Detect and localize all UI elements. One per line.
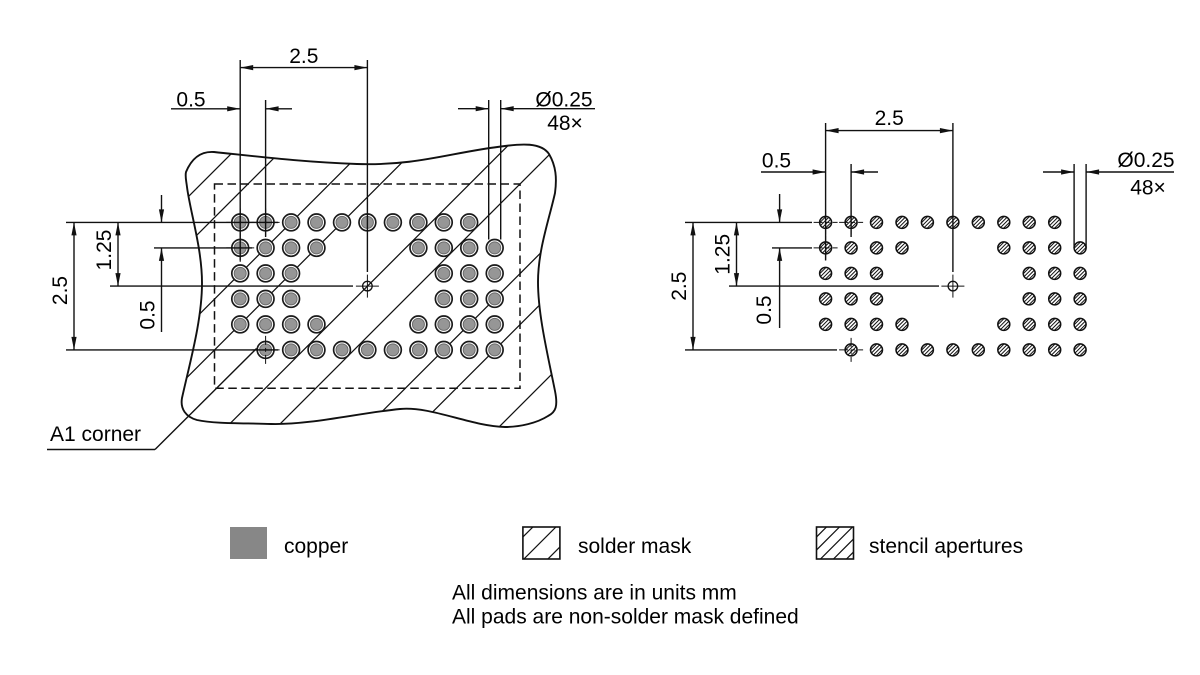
- svg-text:copper: copper: [284, 535, 348, 558]
- svg-text:0.5: 0.5: [137, 300, 160, 329]
- svg-text:All dimensions are in units mm: All dimensions are in units mm: [452, 582, 737, 605]
- svg-text:solder mask: solder mask: [578, 535, 692, 558]
- svg-text:stencil apertures: stencil apertures: [869, 535, 1023, 558]
- svg-text:1.25: 1.25: [712, 234, 735, 275]
- svg-text:0.5: 0.5: [753, 295, 776, 324]
- svg-text:All pads are non-solder mask d: All pads are non-solder mask defined: [452, 606, 799, 629]
- svg-text:0.5: 0.5: [176, 88, 205, 111]
- svg-text:2.5: 2.5: [49, 276, 72, 305]
- svg-text:0.5: 0.5: [762, 150, 791, 173]
- svg-text:Ø0.25: Ø0.25: [535, 88, 592, 111]
- svg-text:2.5: 2.5: [875, 107, 904, 130]
- svg-text:2.5: 2.5: [289, 45, 318, 68]
- svg-text:2.5: 2.5: [668, 272, 691, 301]
- svg-text:48×: 48×: [547, 112, 583, 135]
- svg-text:48×: 48×: [1130, 177, 1166, 200]
- svg-text:Ø0.25: Ø0.25: [1117, 149, 1174, 172]
- svg-text:1.25: 1.25: [93, 230, 116, 271]
- svg-text:A1 corner: A1 corner: [50, 423, 141, 446]
